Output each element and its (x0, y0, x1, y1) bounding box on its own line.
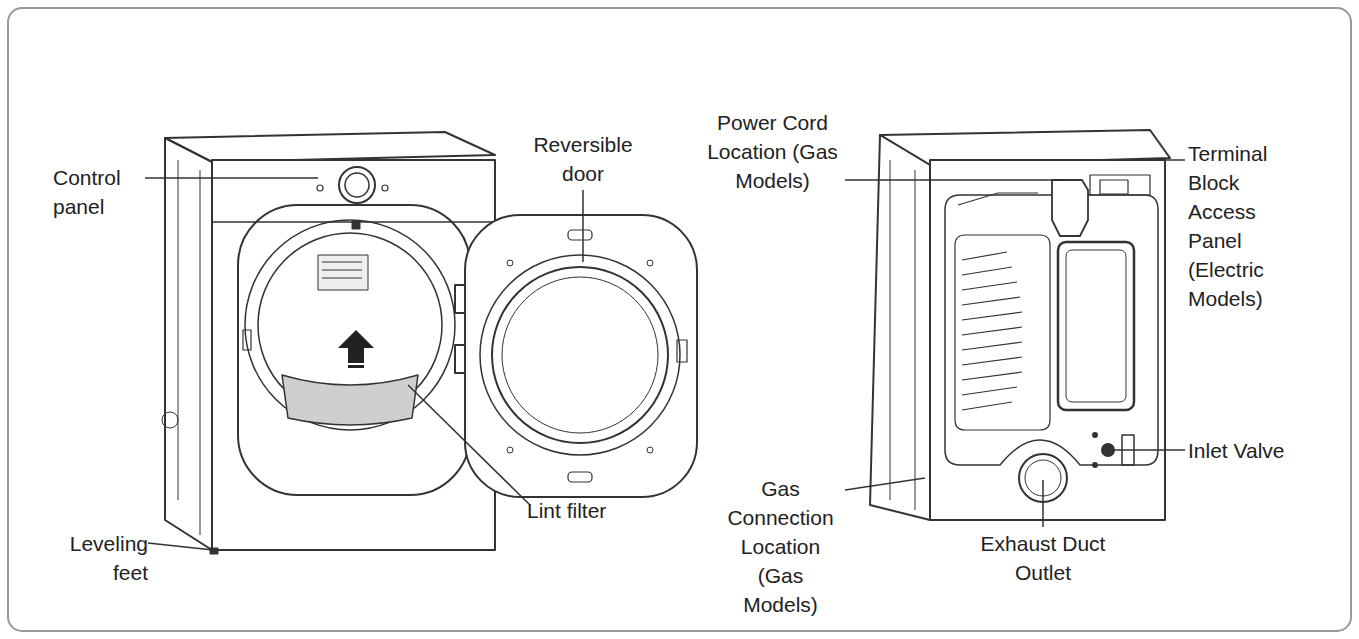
part-label: Inlet Valve (1188, 436, 1338, 465)
part-label: Exhaust Duct Outlet (958, 529, 1128, 587)
part-label: Reversible door (518, 130, 648, 188)
leader-lines (145, 160, 1185, 550)
front-dryer (162, 132, 697, 554)
part-label: Leveling feet (40, 529, 148, 587)
part-label: Gas Connection Location (Gas Models) (718, 474, 843, 619)
back-dryer (870, 130, 1170, 520)
part-label: Control panel (53, 163, 145, 221)
part-label: Power Cord Location (Gas Models) (700, 108, 845, 195)
part-label: Terminal Block Access Panel (Electric Mo… (1188, 139, 1293, 313)
part-label: Lint filter (527, 496, 667, 525)
